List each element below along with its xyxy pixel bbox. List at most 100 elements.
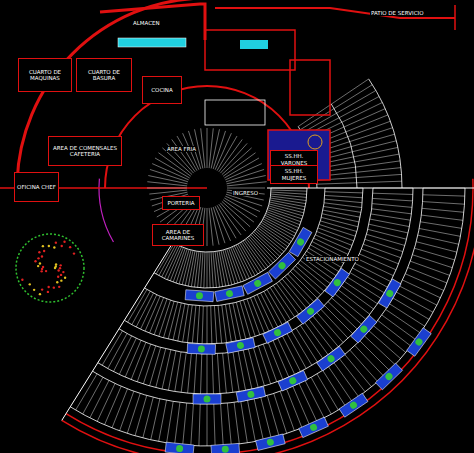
parking-stall — [296, 266, 325, 291]
parking-stall — [233, 352, 239, 392]
parking-stall — [238, 244, 255, 276]
parking-stall — [293, 269, 321, 295]
lane-arc — [93, 188, 423, 404]
room-name: AREA DE CAMARINES — [153, 228, 203, 243]
parking-stall — [97, 383, 115, 421]
parking-stall — [218, 305, 222, 343]
parking-stall — [263, 344, 277, 382]
tree-dot — [39, 293, 41, 295]
parking-stall — [182, 250, 191, 285]
fountain — [308, 135, 322, 149]
parking-stall — [76, 374, 97, 410]
parking-stall — [261, 222, 291, 241]
parking-stall — [188, 353, 192, 393]
parking-stall — [199, 404, 200, 446]
parking-stall — [149, 190, 187, 194]
tree-dot — [64, 277, 66, 279]
tree-dot — [53, 286, 55, 288]
parking-stall — [418, 235, 459, 244]
parking-stall — [245, 240, 266, 269]
planter — [187, 343, 215, 354]
planter — [325, 268, 350, 297]
parking-stall — [197, 306, 199, 344]
planter — [378, 279, 401, 308]
fan-edge — [62, 239, 175, 420]
parking-stall — [228, 353, 233, 393]
planter — [211, 443, 240, 453]
parking-stall — [419, 228, 460, 236]
parking-stall — [145, 296, 160, 331]
parking-stall — [120, 391, 134, 431]
parking-stall — [207, 128, 208, 168]
tree-dot — [73, 252, 75, 254]
parking-stall — [159, 244, 176, 276]
parking-stall — [241, 401, 248, 442]
parking-stall — [321, 217, 358, 226]
planter — [193, 394, 221, 404]
parking-stall — [175, 402, 180, 444]
parking-stall — [204, 252, 205, 288]
parking-stall — [335, 294, 366, 319]
parking-stall — [258, 346, 270, 384]
outer-wall — [215, 8, 455, 18]
planter — [226, 338, 255, 354]
counter — [205, 100, 265, 125]
parking-stall — [211, 252, 213, 288]
parking-stall — [112, 389, 127, 428]
tree-dot — [61, 245, 63, 247]
parking-stall — [219, 204, 241, 235]
parking-stall — [328, 367, 352, 402]
parking-stall — [214, 404, 215, 446]
parking-stall — [143, 346, 155, 384]
parking-stall — [366, 234, 404, 245]
planter — [268, 252, 295, 279]
parking-stall — [150, 347, 161, 385]
parking-stall — [194, 251, 199, 287]
parking-stall — [168, 351, 175, 390]
parking-stall — [373, 198, 413, 201]
garden-circle — [16, 234, 84, 302]
tree-dot — [69, 246, 71, 248]
room-name: PORTERIA — [166, 199, 195, 207]
parking-stall — [396, 292, 433, 312]
parking-stall — [314, 238, 348, 254]
parking-stall — [273, 340, 289, 377]
parking-stall — [243, 350, 252, 389]
parking-stall — [325, 192, 363, 193]
parking-stall — [201, 354, 202, 394]
parking-stall — [232, 247, 246, 280]
parking-stall — [278, 338, 295, 374]
parking-stall — [309, 319, 334, 351]
parking-stall — [368, 229, 407, 239]
room-outline — [290, 60, 330, 115]
parking-stall — [217, 354, 220, 394]
parking-stall — [324, 199, 362, 203]
tree-dot — [53, 246, 55, 248]
parking-stall — [176, 249, 187, 283]
tree-dot — [40, 270, 42, 272]
parking-stall — [414, 248, 454, 260]
tree-dot — [39, 262, 41, 264]
parking-stall — [217, 205, 236, 238]
parking-stall — [141, 295, 157, 329]
parking-stall — [423, 202, 465, 205]
room-box: AREA DE COMENSALES CAFETERIA — [48, 136, 122, 166]
parking-stall — [254, 399, 263, 440]
parking-stall — [261, 397, 271, 438]
planter — [278, 370, 308, 391]
parking-stall — [280, 391, 294, 431]
parking-stall — [332, 298, 362, 324]
parking-stall — [175, 352, 181, 392]
tree-dot — [60, 279, 62, 281]
parking-stall — [249, 236, 273, 263]
parking-stall — [317, 313, 343, 343]
tree-dot — [37, 257, 39, 259]
parking-stall — [211, 306, 212, 344]
area-label: ESTACIONAMIENTO — [305, 256, 360, 262]
parking-stall — [276, 283, 298, 314]
planter — [297, 299, 325, 325]
parking-stall — [225, 249, 235, 284]
room-outline — [205, 30, 295, 70]
parking-stall — [279, 281, 302, 311]
parking-stall — [217, 251, 223, 287]
